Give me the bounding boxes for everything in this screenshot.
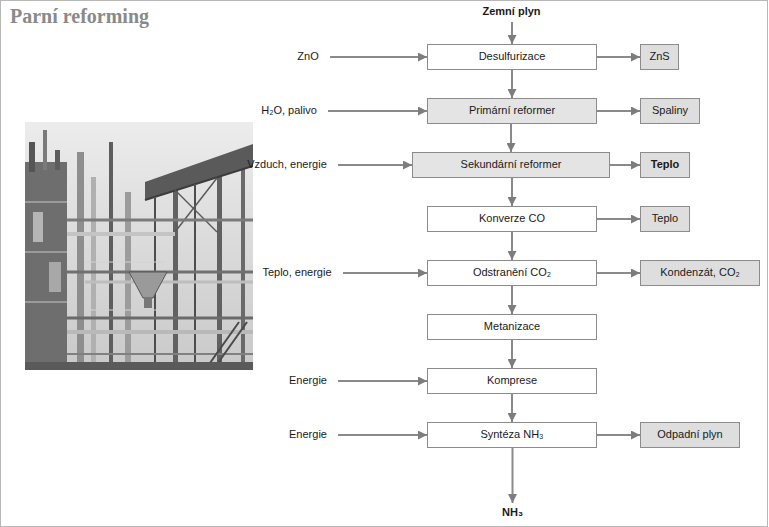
node-label: ZnS — [649, 50, 669, 63]
node-label: H₂O, palivo — [261, 104, 317, 117]
node-label: Kondenzát, CO₂ — [660, 266, 739, 279]
flow-arrow — [511, 22, 513, 44]
flow-arrow — [511, 178, 513, 206]
flow-arrow — [511, 286, 513, 314]
input-label: ZnO — [294, 49, 322, 65]
node-label: ZnO — [297, 50, 318, 63]
output-box: Teplo — [640, 152, 690, 178]
flow-arrow — [512, 448, 514, 503]
node-label: Teplo — [651, 158, 680, 171]
plant-photo — [25, 122, 253, 370]
input-label: Energie — [286, 427, 330, 443]
flow-arrow — [511, 232, 513, 260]
slide-title-box: Parní reforming — [10, 5, 149, 28]
flow-arrow — [597, 110, 640, 112]
flow-arrow — [597, 218, 640, 220]
flow-arrow — [338, 380, 427, 382]
flow-arrow — [511, 340, 513, 368]
node-label: Energie — [289, 374, 327, 387]
output-box: Odpadní plyn — [640, 422, 740, 448]
flow-arrow — [597, 56, 640, 58]
process-box: Desulfurizace — [427, 44, 597, 70]
flow-arrow — [610, 164, 640, 166]
node-label: Desulfurizace — [479, 50, 546, 63]
node-label: Spaliny — [652, 104, 688, 117]
node-label: Vzduch, energie — [247, 158, 327, 171]
output-box: Teplo — [640, 206, 690, 232]
product-label: NH₃ — [499, 505, 526, 521]
flow-arrow — [330, 56, 427, 58]
flow-arrow — [338, 164, 412, 166]
node-label: Energie — [289, 428, 327, 441]
node-label: Odpadní plyn — [657, 428, 722, 441]
process-box: Konverze CO — [427, 206, 597, 232]
flow-arrow — [597, 272, 640, 274]
process-box: Syntéza NH₃ — [427, 422, 597, 448]
input-label: Vzduch, energie — [244, 157, 330, 173]
node-label: Sekundární reformer — [461, 158, 562, 171]
plant-illustration — [25, 122, 253, 370]
slide-title: Parní reforming — [10, 5, 149, 27]
node-label: NH₃ — [502, 506, 523, 519]
input-label: Teplo, energie — [259, 265, 335, 281]
process-box: Primární reformer — [427, 98, 597, 124]
node-label: Syntéza NH₃ — [480, 428, 543, 441]
process-box: Metanizace — [427, 314, 597, 340]
flow-arrow — [328, 110, 427, 112]
node-label: Metanizace — [484, 320, 540, 333]
flow-arrow — [597, 434, 640, 436]
node-label: Zemní plyn — [482, 5, 540, 18]
flow-arrow — [510, 124, 512, 152]
flow-arrow — [511, 70, 513, 98]
input-label: Energie — [286, 373, 330, 389]
process-box: Odstranění CO₂ — [427, 260, 597, 286]
input-label: Zemní plyn — [479, 4, 544, 20]
node-label: Teplo — [652, 212, 678, 225]
node-label: Odstranění CO₂ — [473, 266, 551, 279]
output-box: ZnS — [640, 44, 679, 70]
output-box: Kondenzát, CO₂ — [640, 260, 760, 286]
output-box: Spaliny — [640, 98, 700, 124]
process-box: Sekundární reformer — [412, 152, 610, 178]
node-label: Konverze CO — [479, 212, 545, 225]
node-label: Komprese — [487, 374, 537, 387]
node-label: Teplo, energie — [262, 266, 331, 279]
flow-arrow — [338, 434, 427, 436]
process-box: Komprese — [427, 368, 597, 394]
input-label: H₂O, palivo — [258, 103, 320, 119]
flow-arrow — [343, 272, 427, 274]
flow-arrow — [511, 394, 513, 422]
node-label: Primární reformer — [469, 104, 555, 117]
